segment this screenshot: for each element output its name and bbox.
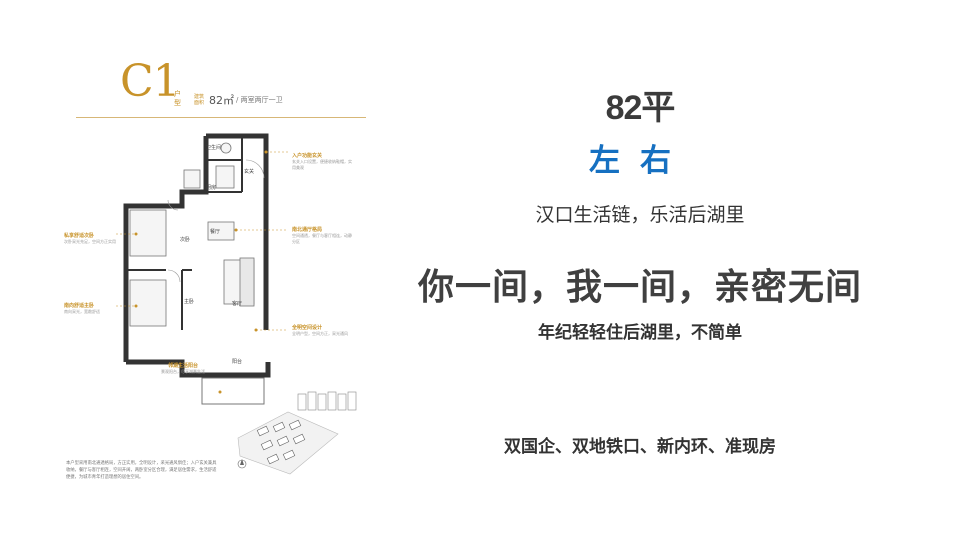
callout-text: 景观阳台，尽享湖景生活 <box>161 369 205 374</box>
room-dining: 餐厅 <box>210 229 221 235</box>
callout-text: 空间通透，餐厅与客厅相连，动静分区 <box>292 233 352 244</box>
room-entry: 玄关 <box>244 169 255 175</box>
room-second-bedroom: 次卧 <box>180 237 191 243</box>
callout-title: 全明空间设计 <box>292 325 323 331</box>
gold-divider <box>76 117 366 118</box>
callout-bright-space: 全明空间设计 全明户型，空间方正，采光通风 <box>292 324 354 337</box>
site-plan-thumbnail <box>237 411 339 475</box>
room-kitchen: 厨房 <box>206 185 217 191</box>
room-living: 客厅 <box>232 301 243 307</box>
unit-layout: / 两室两厅一卫 <box>236 96 283 104</box>
callout-entry: 入户功能玄关 玄关入口设置，便捷收纳鞋帽，实用美观 <box>292 152 354 171</box>
tagline-sub: 年纪轻轻住后湖里，不简单 <box>538 323 742 343</box>
callout-title: 私享舒适次卧 <box>64 233 95 239</box>
room-balcony: 阳台 <box>232 359 243 365</box>
room-master-bedroom: 主卧 <box>184 299 195 305</box>
callout-text: 玄关入口设置，便捷收纳鞋帽，实用美观 <box>292 159 352 170</box>
callout-master-bedroom: 南向舒适主卧 南向采光，宽敞舒适 <box>64 302 126 315</box>
callout-text: 南向采光，宽敞舒适 <box>64 309 100 314</box>
unit-code: C1 <box>120 56 181 107</box>
headline: 你一间，我一间，亲密无间 <box>417 267 862 308</box>
unit-description: 本户型采用南北通透格局，方正实用，全明设计，采光通风俱佳；入户玄关兼具收纳，餐厅… <box>66 461 217 480</box>
callout-second-bedroom: 私享舒适次卧 次卧采光充足，空间方正实用 <box>64 232 126 245</box>
unit-type-label: 户型 <box>174 90 181 107</box>
callout-balcony: 邻湖生活阳台 景观阳台，尽享湖景生活 <box>128 362 238 375</box>
callout-title: 邻湖生活阳台 <box>167 363 198 369</box>
approx-heading: 左右 <box>589 143 691 179</box>
callout-title: 南向舒适主卧 <box>64 303 95 309</box>
unit-area: 82㎡ <box>209 94 234 107</box>
floor-plan-drawing <box>116 133 288 405</box>
callout-living-layout: 南北通厅格局 空间通透，餐厅与客厅相连，动静分区 <box>292 226 354 245</box>
building-elevation-thumbnail <box>297 391 357 411</box>
selling-points: 双国企、双地铁口、新内环、准现房 <box>504 437 776 457</box>
area-label: 建筑面积 <box>194 94 205 106</box>
callout-text: 全明户型，空间方正，采光通风 <box>292 331 348 336</box>
size-heading: 82平 <box>605 89 676 127</box>
callout-title: 南北通厅格局 <box>292 227 323 233</box>
floor-plan-sheet: C1 户型 建筑面积 82㎡ / 两室两厅一卫 <box>56 60 366 530</box>
callout-title: 入户功能玄关 <box>292 153 323 159</box>
tagline-location: 汉口生活链，乐活后湖里 <box>535 204 745 226</box>
room-bathroom: 卫生间 <box>206 145 222 151</box>
callout-text: 次卧采光充足，空间方正实用 <box>64 239 116 244</box>
